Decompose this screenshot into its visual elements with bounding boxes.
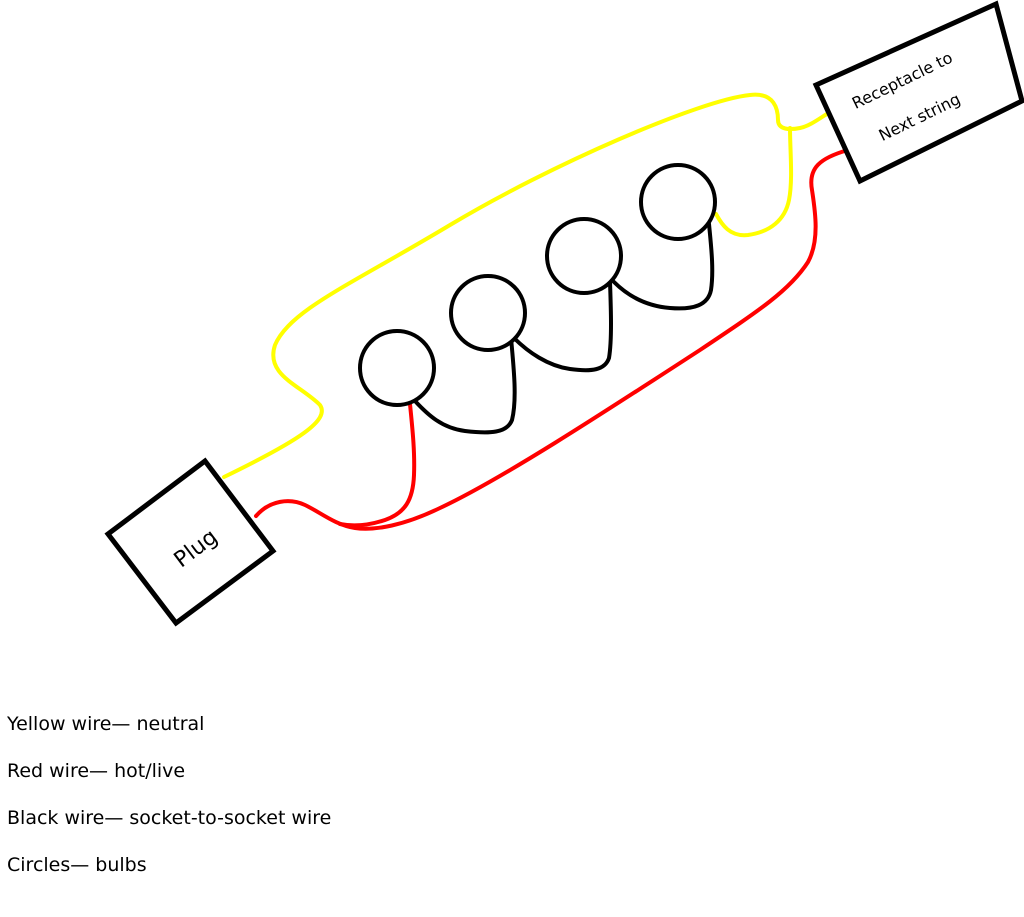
hot-wire-bulb-link [338,402,417,528]
neutral-wire [222,92,832,479]
bulb-2 [449,274,527,352]
legend: Yellow wire— neutral Red wire— hot/live … [7,710,331,898]
socket-wire-1 [413,336,517,435]
legend-item-hot: Red wire— hot/live [7,760,186,782]
legend-item-bulbs: Circles— bulbs [7,854,147,876]
bulb-4 [639,163,717,241]
socket-wire-3 [612,222,715,311]
receptacle-box: Receptacle to Next string [812,0,1024,185]
socket-wire-2 [512,280,613,373]
bulb-3 [545,217,623,295]
neutral-wire-bulb-link [714,126,794,238]
plug-box: Plug [104,457,277,627]
legend-item-socket: Black wire— socket-to-socket wire [7,807,332,829]
bulb-1 [358,329,436,407]
legend-item-neutral: Yellow wire— neutral [7,713,205,735]
hot-wire [254,148,850,531]
